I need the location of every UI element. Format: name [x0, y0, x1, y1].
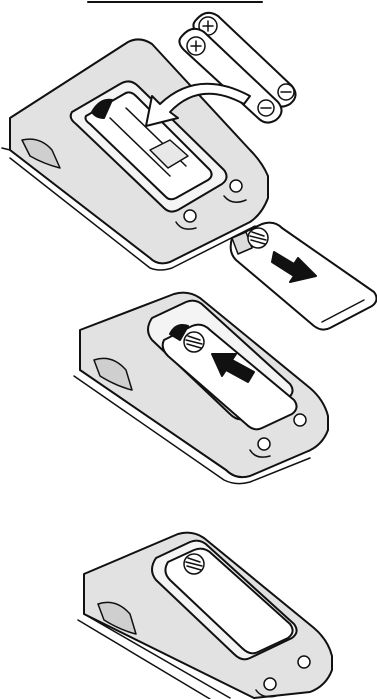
step-2-slide-cover-on — [74, 293, 328, 484]
screw-hole — [298, 656, 310, 668]
screw-hole — [294, 414, 306, 426]
screw-hole — [230, 180, 242, 192]
step-3-cover-closed — [78, 533, 332, 699]
screw-hole — [258, 438, 270, 450]
screw-hole — [184, 210, 196, 222]
battery-cover-detached — [231, 223, 377, 330]
screw-hole — [264, 678, 276, 690]
